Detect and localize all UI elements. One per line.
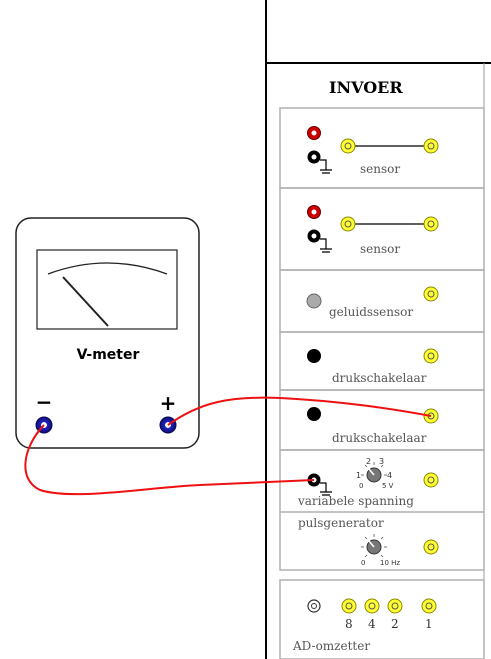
panel-heading: INVOER — [329, 78, 403, 97]
bit-socket-1[interactable] — [421, 598, 437, 614]
meter-scale-arc — [47, 262, 168, 275]
push-button-icon[interactable] — [307, 349, 321, 363]
meter-needle — [62, 276, 109, 327]
voltage-dial-icon[interactable] — [361, 462, 387, 483]
dial-number: 3 — [379, 457, 384, 466]
pulsgenerator-module: pulsgenerator 0 10 Hz — [298, 516, 439, 567]
dial-number: 1 — [356, 471, 361, 480]
variabele-spanning-module: 2 3 1 4 0 5 V variabele spanning — [297, 457, 439, 508]
yellow-socket[interactable] — [423, 539, 439, 555]
voltmeter-display — [36, 249, 178, 330]
sensor-module-2: sensor — [307, 205, 439, 256]
yellow-socket[interactable] — [340, 216, 356, 232]
plus-sign: + — [160, 391, 177, 415]
ad-omzetter-module: 8 4 2 1 AD-omzetter — [292, 598, 437, 653]
white-socket[interactable] — [307, 599, 321, 613]
bit-label: 4 — [368, 617, 376, 631]
bit-socket-8[interactable] — [341, 598, 357, 614]
bit-label: 8 — [345, 617, 353, 631]
frequency-dial-icon[interactable] — [361, 534, 387, 558]
ground-symbol — [320, 482, 332, 496]
yellow-socket[interactable] — [423, 286, 439, 302]
dial-min: 0 — [361, 559, 365, 567]
minus-sign: − — [36, 390, 53, 414]
ground-symbol — [320, 238, 332, 253]
drukschakelaar-label: drukschakelaar — [332, 431, 427, 445]
wire-negative[interactable] — [24, 424, 315, 496]
dial-number: 2 — [366, 457, 371, 466]
dial-max: 10 Hz — [380, 559, 400, 567]
drukschakelaar-module-1: drukschakelaar — [307, 348, 439, 385]
drukschakelaar-label: drukschakelaar — [332, 371, 427, 385]
geluidssensor-module: geluidssensor — [306, 286, 439, 319]
bit-socket-2[interactable] — [387, 598, 403, 614]
sound-sensor-icon — [306, 293, 322, 309]
ad-omzetter-label: AD-omzetter — [292, 639, 370, 653]
bit-label: 1 — [425, 617, 433, 631]
geluidssensor-label: geluidssensor — [329, 305, 413, 319]
dial-number: 5 V — [382, 482, 394, 490]
wires[interactable] — [24, 396, 432, 496]
push-button-icon[interactable] — [307, 407, 321, 421]
pulsgenerator-label: pulsgenerator — [298, 516, 384, 530]
yellow-socket[interactable] — [423, 472, 439, 488]
bit-socket-4[interactable] — [364, 598, 380, 614]
dial-number: 4 — [387, 471, 392, 480]
yellow-socket[interactable] — [340, 138, 356, 154]
variabele-spanning-label: variabele spanning — [297, 494, 414, 508]
drukschakelaar-module-2: drukschakelaar — [307, 407, 439, 445]
panel-frame — [265, 0, 491, 659]
dial-number: 0 — [359, 482, 363, 490]
sensor-label: sensor — [360, 242, 400, 256]
wire-positive[interactable] — [167, 396, 432, 426]
voltmeter-title: V-meter — [77, 347, 140, 363]
yellow-socket[interactable] — [423, 216, 439, 232]
bit-label: 2 — [391, 617, 399, 631]
ground-symbol — [320, 159, 332, 174]
yellow-socket[interactable] — [423, 138, 439, 154]
sensor-label: sensor — [360, 162, 400, 176]
sensor-module-1: sensor — [307, 126, 439, 176]
module-boxes — [279, 107, 485, 659]
yellow-socket[interactable] — [423, 348, 439, 364]
voltmeter[interactable]: V-meter − + — [15, 217, 200, 449]
